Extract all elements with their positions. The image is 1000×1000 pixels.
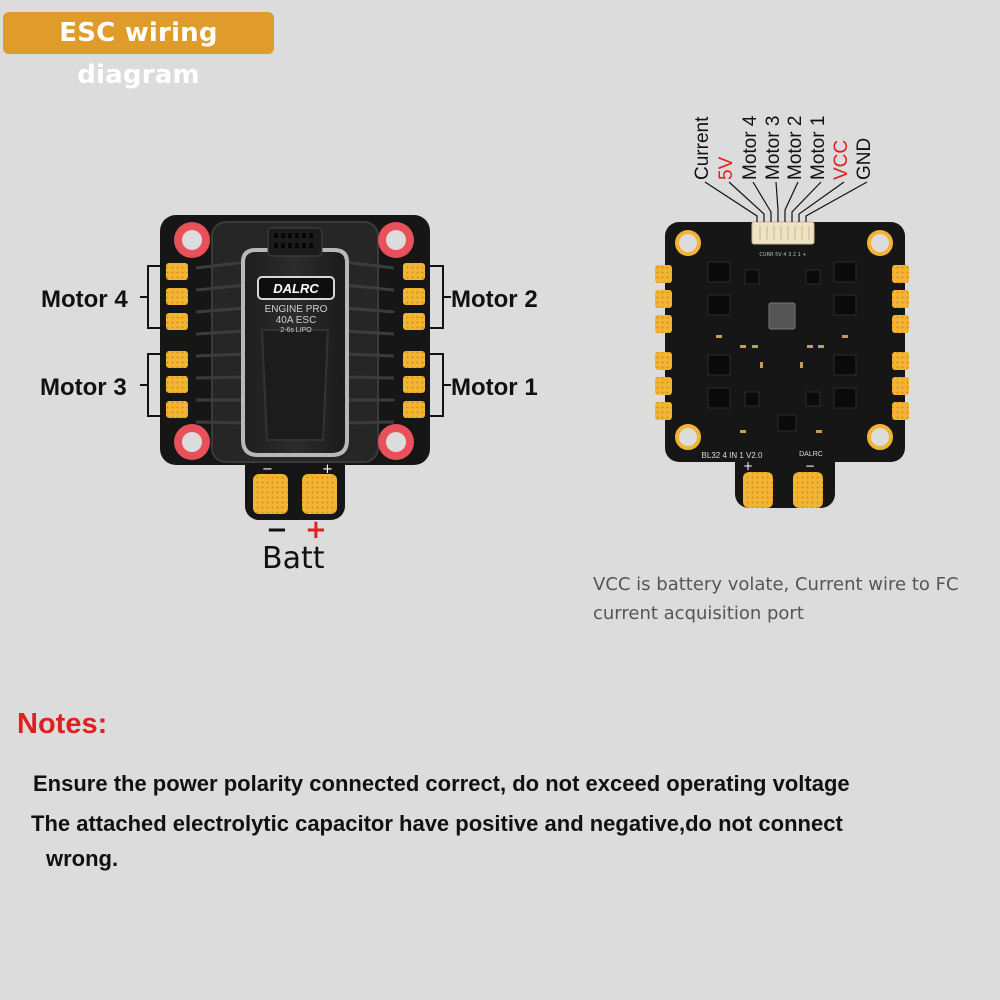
- label-motor-1: Motor 1: [451, 374, 538, 401]
- connector-silk: CURR 5V 4 3 2 1 +: [759, 252, 806, 258]
- right-esc-board: CURR 5V 4 3 2 1 +: [655, 221, 909, 508]
- vcc-current-caption: VCC is battery volate, Current wire to F…: [593, 574, 959, 624]
- battery-pads: [253, 474, 337, 514]
- board-label: BL32 4 IN 1 V2.0: [702, 451, 763, 460]
- right-motor-pads: [655, 265, 909, 420]
- label-motor-4: Motor 4: [41, 286, 128, 313]
- fc-connector: [751, 221, 815, 245]
- note-line-2: The attached electrolytic capacitor have…: [31, 811, 843, 836]
- batt-plus-symbol: +: [305, 515, 327, 545]
- product-cells: 2-6s LIPO: [280, 327, 312, 334]
- batt-label: Batt: [262, 541, 325, 576]
- board-plus-silk: +: [743, 459, 753, 473]
- mounting-holes: [174, 222, 414, 460]
- pin-label-vcc: VCC: [831, 139, 852, 180]
- board-brand: DALRC: [799, 451, 823, 458]
- pin-label-motor-1: Motor 1: [808, 115, 829, 180]
- pin-label-5v: 5V: [716, 156, 737, 180]
- product-rating: 40A ESC: [276, 315, 317, 326]
- label-motor-2: Motor 2: [451, 286, 538, 313]
- motor-brackets: [140, 265, 451, 417]
- pcb-components: [707, 261, 857, 432]
- motor-pads-right: [403, 263, 425, 418]
- pad-plus-silk: +: [322, 462, 333, 477]
- pin-leader-lines: [704, 181, 868, 222]
- diagram-title-badge: ESC wiring diagram: [3, 12, 274, 90]
- pin-label-motor-3: Motor 3: [763, 115, 784, 180]
- pin-label-motor-4: Motor 4: [740, 115, 761, 180]
- left-esc-board: DALRC ENGINE PRO 40A ESC 2-6s LIPO − +: [160, 215, 430, 520]
- motor-pads-left: [166, 263, 188, 418]
- note-line-1: Ensure the power polarity connected corr…: [33, 771, 850, 796]
- pin-label-gnd: GND: [854, 137, 875, 180]
- product-name: ENGINE PRO: [265, 304, 328, 315]
- right-battery-pads: [743, 472, 823, 508]
- pad-minus-silk: −: [262, 462, 273, 477]
- pin-label-current: Current: [692, 116, 713, 180]
- dalrc-logo-plate: [257, 276, 335, 300]
- notes-title: Notes:: [17, 708, 108, 740]
- mcu-chip: [768, 302, 796, 330]
- label-motor-3: Motor 3: [40, 374, 127, 401]
- pin-label-motor-2: Motor 2: [785, 115, 806, 180]
- passive-components: [716, 335, 848, 433]
- board-minus-silk: −: [805, 459, 815, 473]
- dalrc-logo: DALRC: [273, 281, 319, 296]
- note-line-3: wrong.: [46, 846, 119, 871]
- batt-minus-symbol: −: [266, 515, 288, 545]
